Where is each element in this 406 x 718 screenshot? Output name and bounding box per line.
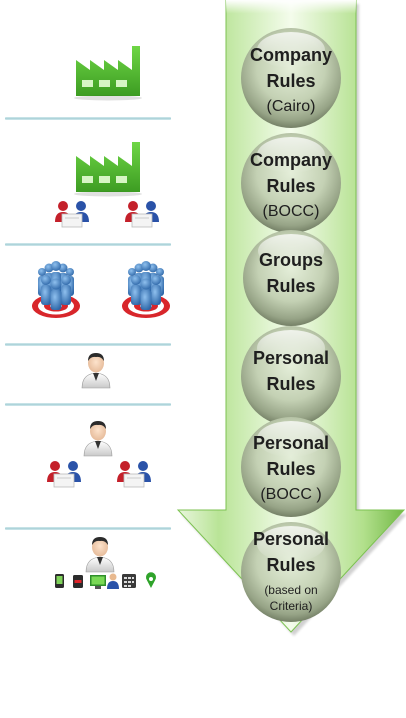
rule-circle [241, 28, 341, 128]
person-icon [85, 536, 115, 573]
rule-title-line1: Company [249, 150, 332, 170]
rule-title-line2: Rules [266, 176, 316, 196]
factory-icon [74, 46, 142, 101]
rule-label-company-cairo: Company Rules (Cairo) [236, 42, 346, 120]
meeting-group-icon [46, 460, 82, 488]
rule-circles [241, 28, 341, 622]
rule-circle [241, 522, 341, 622]
row-separator [5, 403, 171, 406]
team-target-icon [32, 261, 80, 318]
rule-label-company-bocc: Company Rules (BOCC) [236, 147, 346, 225]
telephone-icon [122, 574, 136, 588]
rule-subtitle: (BOCC ) [260, 486, 322, 503]
row-separator [5, 343, 171, 346]
rule-circle [241, 133, 341, 233]
rule-title-line1: Personal [252, 433, 330, 453]
rule-title-line1: Groups [258, 250, 323, 270]
rule-subtitle: (BOCC) [262, 203, 320, 220]
mobile-phone-icon [55, 574, 64, 588]
rule-subtitle: (based on Criteria) [264, 583, 318, 613]
factory-icon [74, 142, 142, 197]
rule-title-line2: Rules [266, 555, 316, 575]
rule-title-line2: Rules [266, 374, 316, 394]
row-separator [5, 117, 171, 120]
person-icon [81, 352, 111, 389]
person-icon [83, 420, 113, 457]
rule-label-personal-bocc: Personal Rules (BOCC ) [236, 430, 346, 508]
rule-title-line2: Rules [266, 71, 316, 91]
row-separator [5, 527, 171, 530]
team-target-icon [122, 261, 170, 318]
rule-title-line2: Rules [266, 276, 316, 296]
rule-label-groups: Groups Rules [236, 247, 346, 299]
rule-title-line1: Company [249, 45, 332, 65]
computer-icon [90, 575, 106, 589]
meeting-group-icon [116, 460, 152, 488]
badge-icon [73, 575, 83, 588]
meeting-group-icon [124, 200, 160, 228]
desk-user-icon [107, 573, 119, 589]
rule-circle [241, 326, 341, 426]
rule-circle [241, 417, 341, 517]
rule-title-line1: Personal [252, 348, 330, 368]
rule-label-personal-criteria: Personal Rules (based on Criteria) [236, 526, 346, 614]
rule-label-personal: Personal Rules [236, 345, 346, 397]
location-pin-icon [146, 572, 156, 588]
rule-circle [243, 230, 339, 326]
rule-title-line2: Rules [266, 459, 316, 479]
rule-title-line1: Personal [252, 529, 330, 549]
meeting-group-icon [54, 200, 90, 228]
row-separator [5, 243, 171, 246]
rule-subtitle: (Cairo) [266, 98, 316, 115]
